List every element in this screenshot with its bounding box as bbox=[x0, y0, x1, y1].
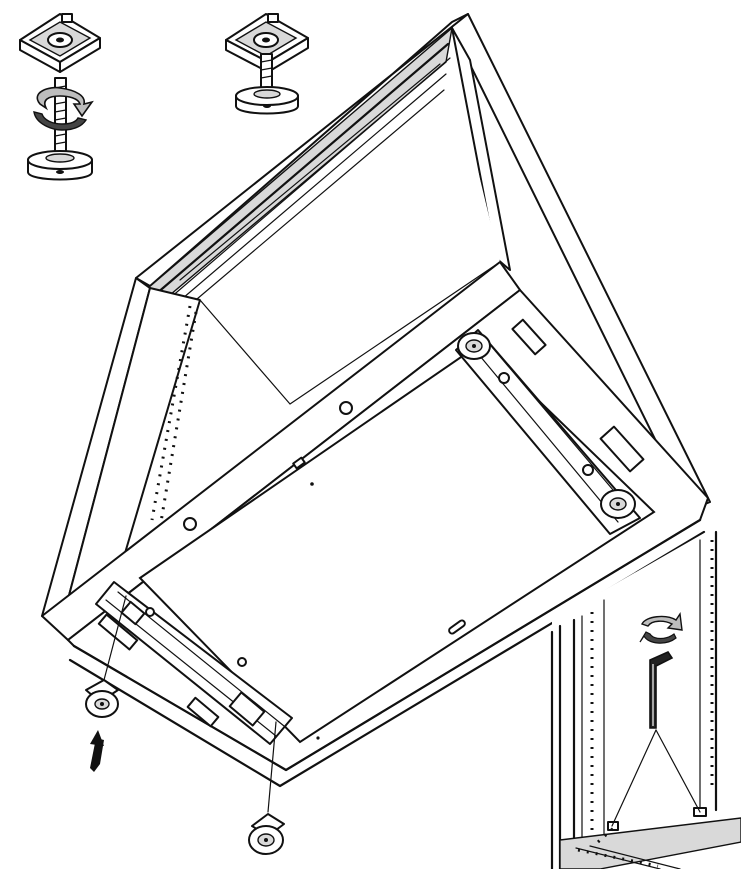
caster-loose-left bbox=[85, 595, 127, 718]
cabinet-body bbox=[41, 13, 711, 788]
caster-loose-bottom bbox=[248, 721, 285, 855]
leveling-foot-installed bbox=[225, 13, 309, 115]
curved-rotation-arrow-icon bbox=[33, 86, 94, 131]
hex-key-detail-inset bbox=[550, 512, 741, 869]
straight-up-arrow-icon bbox=[90, 730, 104, 772]
caster-mounted-rear bbox=[457, 332, 491, 360]
leveling-foot-loose bbox=[19, 13, 101, 181]
caster-mounted-front bbox=[600, 489, 636, 519]
hex-allen-key-icon bbox=[649, 650, 674, 729]
curved-rotation-arrow-icon bbox=[639, 612, 683, 644]
